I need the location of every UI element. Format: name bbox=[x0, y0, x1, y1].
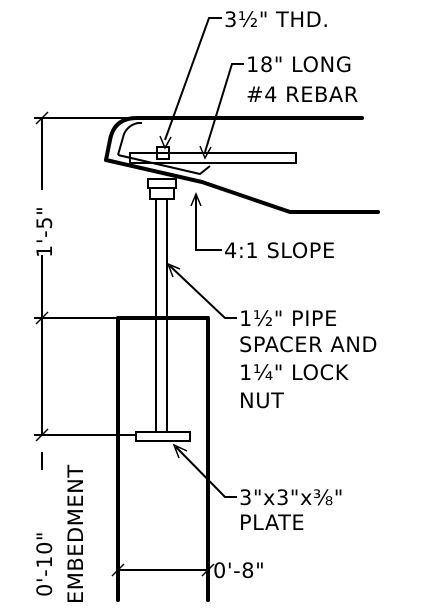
leader-thread bbox=[164, 17, 222, 141]
rebar bbox=[129, 152, 297, 164]
leader-pipe-arrow bbox=[166, 262, 181, 278]
lock-nut-lower bbox=[149, 187, 175, 200]
dim-tick-2 bbox=[35, 311, 49, 325]
leader-rebar-arrow bbox=[199, 145, 212, 160]
dim-tick-1 bbox=[35, 111, 49, 125]
curb-inner-line bbox=[117, 122, 142, 156]
embedment-box bbox=[116, 316, 210, 602]
slope-label: 4:1 SLOPE bbox=[224, 239, 336, 263]
leader-slope bbox=[195, 196, 222, 251]
width-dimension-label: 0'-8" bbox=[213, 559, 265, 583]
thread-label: 3½" THD. bbox=[224, 8, 330, 32]
pipe-label-line4: NUT bbox=[239, 389, 284, 413]
embedment-label: EMBEDMENT bbox=[64, 464, 88, 604]
leader-pipe bbox=[169, 265, 237, 319]
rebar-label-line1: 18" LONG bbox=[246, 53, 353, 77]
plate-label-line1: 3"x3"x⅜" bbox=[239, 486, 344, 510]
embed-depth-label: 0'-10" bbox=[33, 531, 57, 597]
leader-rebar bbox=[204, 63, 244, 153]
dim-tick-3 bbox=[35, 428, 49, 442]
pipe-spacer bbox=[155, 199, 168, 432]
leader-plate bbox=[175, 446, 237, 498]
width-tick-left bbox=[111, 563, 125, 577]
leader-thread-arrow bbox=[159, 135, 172, 150]
pipe-label-line2: SPACER AND bbox=[239, 333, 378, 357]
height-dimension-label: 1'-5" bbox=[33, 206, 57, 258]
leader-plate-arrow bbox=[172, 443, 188, 459]
pipe-label-line3: 1¼" LOCK bbox=[239, 361, 350, 385]
thread-end bbox=[156, 146, 170, 160]
bearing-plate bbox=[135, 431, 191, 442]
pipe-label-line1: 1½" PIPE bbox=[239, 307, 338, 331]
curb-inner-bottom bbox=[117, 154, 211, 176]
rebar-label-line2: #4 REBAR bbox=[246, 83, 359, 107]
leader-slope-arrow bbox=[190, 192, 202, 207]
plate-label-line2: PLATE bbox=[239, 511, 305, 535]
